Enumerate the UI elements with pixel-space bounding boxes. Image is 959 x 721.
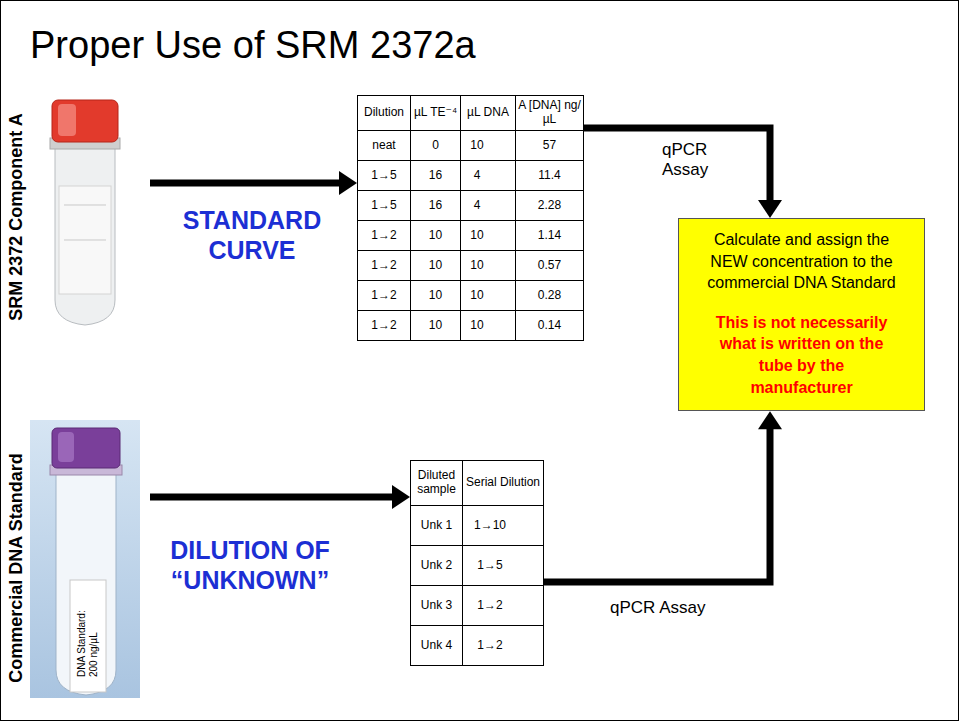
- result-box: Calculate and assign the NEW concentrati…: [678, 218, 925, 411]
- table-cell: 10: [411, 311, 461, 341]
- table-cell: 1→2: [358, 311, 411, 341]
- table-cell: 10: [411, 281, 461, 311]
- arrow-head: [392, 485, 410, 509]
- table-cell: 1→2: [463, 626, 544, 666]
- connector-line: [150, 180, 340, 187]
- table-cell: 10: [461, 131, 516, 161]
- table-cell: 1→5: [358, 191, 411, 221]
- table-cell: neat: [358, 131, 411, 161]
- table-cell: 0: [411, 131, 461, 161]
- table-header: Diluted sample: [411, 461, 463, 506]
- unknown-table: Diluted sampleSerial DilutionUnk 11→10Un…: [410, 460, 544, 666]
- warning-text: This is not necessarily what is written …: [707, 312, 896, 398]
- table-cell: 2.28: [516, 191, 584, 221]
- tube-panel: SRM 2372 Component A: [0, 92, 150, 342]
- table-cell: 1→5: [358, 161, 411, 191]
- tube-panel: Commercial DNA StandardDNA Standard: 200…: [0, 418, 150, 718]
- arrow-head: [339, 171, 357, 195]
- edge-label: qPCR Assay: [662, 140, 726, 181]
- table-header: A [DNA] ng/µL: [516, 96, 584, 131]
- table-cell: 1→2: [358, 281, 411, 311]
- slide-title: Proper Use of SRM 2372a: [30, 24, 476, 67]
- table-cell: 10: [461, 281, 516, 311]
- table-header: Dilution: [358, 96, 411, 131]
- table-cell: 10: [461, 311, 516, 341]
- dilution-table: DilutionµL TE⁻⁴µL DNAA [DNA] ng/µLneat01…: [357, 95, 584, 341]
- connector-line: [544, 428, 770, 582]
- tube-label: [70, 580, 106, 692]
- table-cell: 11.4: [516, 161, 584, 191]
- table-cell: 10: [461, 251, 516, 281]
- tube-label-text: DNA Standard: 200 ng/µL: [76, 597, 100, 677]
- connector-arrow: [584, 128, 782, 218]
- edge-label: qPCR Assay: [610, 598, 705, 618]
- connector-line: [150, 494, 393, 501]
- tube-label: [59, 186, 111, 294]
- photo-background: [30, 420, 140, 698]
- side-label: SRM 2372 Component A: [6, 113, 27, 320]
- table-cell: 10: [411, 221, 461, 251]
- cap-highlight: [58, 432, 74, 462]
- tube-body: [55, 148, 115, 325]
- table-cell: 1→2: [358, 221, 411, 251]
- table-cell: Unk 3: [411, 586, 463, 626]
- table-cell: 4: [461, 161, 516, 191]
- table-cell: 1→5: [463, 546, 544, 586]
- table-cell: 4: [461, 191, 516, 221]
- label-line: [64, 240, 106, 241]
- connector-arrow: [150, 485, 410, 509]
- arrow-head: [758, 411, 782, 429]
- table-cell: 57: [516, 131, 584, 161]
- box-text: Calculate and assign the NEW concentrati…: [707, 229, 896, 294]
- red-cap-tube: [50, 100, 120, 325]
- table-cell: Unk 2: [411, 546, 463, 586]
- purple-cap-tube: [30, 420, 140, 698]
- table-cell: 0.28: [516, 281, 584, 311]
- table-cell: Unk 4: [411, 626, 463, 666]
- connector-line: [584, 128, 770, 201]
- tube-cap: [52, 428, 120, 468]
- table-cell: 1→10: [463, 506, 544, 546]
- edge-label: STANDARD CURVE: [157, 205, 347, 265]
- table-header: µL TE⁻⁴: [411, 96, 461, 131]
- table-header: µL DNA: [461, 96, 516, 131]
- tube-cap: [52, 100, 118, 142]
- table-cell: Unk 1: [411, 506, 463, 546]
- connector-arrow: [544, 411, 782, 582]
- table-cell: 1.14: [516, 221, 584, 251]
- table-cell: 16: [411, 161, 461, 191]
- edge-label: DILUTION OF “UNKNOWN”: [155, 535, 345, 595]
- cap-highlight: [58, 104, 76, 136]
- table-cell: 1→2: [463, 586, 544, 626]
- table-cell: 0.14: [516, 311, 584, 341]
- label-line: [64, 205, 106, 206]
- side-label: Commercial DNA Standard: [6, 453, 27, 682]
- connector-arrow: [150, 171, 357, 195]
- tube-body: [56, 474, 116, 695]
- table-cell: 10: [411, 251, 461, 281]
- table-cell: 10: [461, 221, 516, 251]
- table-cell: 1→2: [358, 251, 411, 281]
- arrow-head: [758, 200, 782, 218]
- table-header: Serial Dilution: [463, 461, 544, 506]
- table-cell: 16: [411, 191, 461, 221]
- table-cell: 0.57: [516, 251, 584, 281]
